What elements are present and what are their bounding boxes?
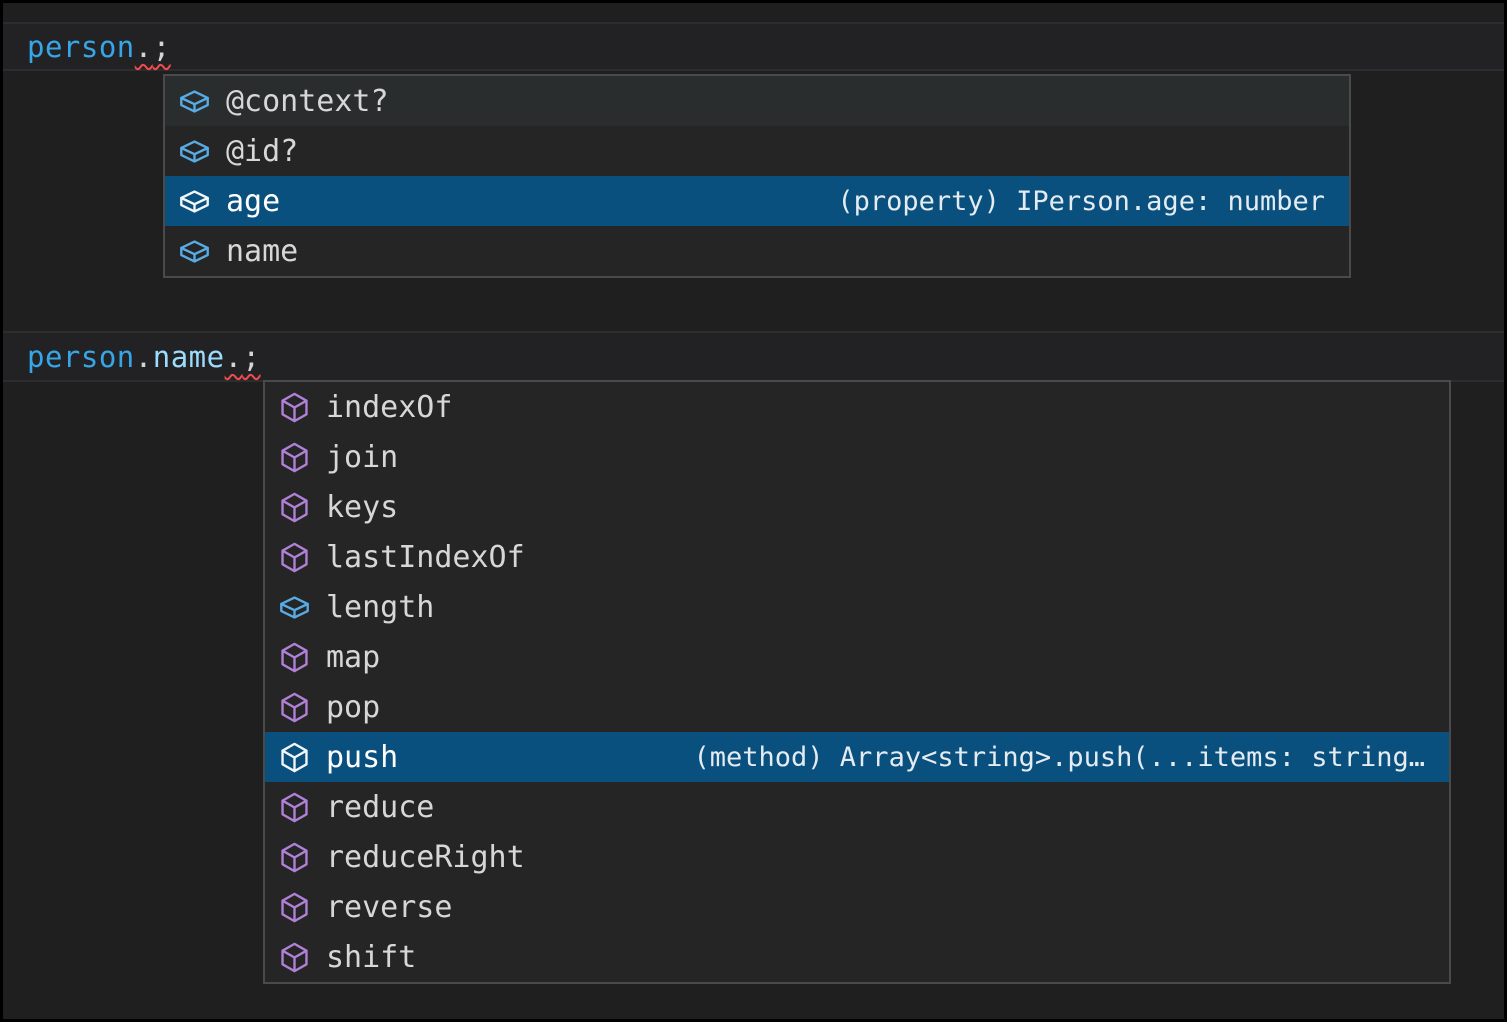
code-token: ;	[242, 339, 261, 374]
code-token: .	[134, 29, 153, 64]
suggestion-label: length	[326, 589, 435, 625]
suggestion-label: @context?	[226, 83, 389, 119]
suggestion-item-context[interactable]: @context?	[165, 76, 1349, 126]
editor-surface[interactable]: person.; person.name.; @context? @id? ag…	[3, 3, 1504, 1019]
suggestion-item-map[interactable]: map	[265, 632, 1449, 682]
suggestion-label: reverse	[326, 889, 453, 925]
suggestion-item-indexof[interactable]: indexOf	[265, 382, 1449, 432]
suggestion-item-reduce[interactable]: reduce	[265, 782, 1449, 832]
suggestion-label: pop	[326, 689, 381, 725]
suggestion-item-keys[interactable]: keys	[265, 482, 1449, 532]
suggestion-item-name[interactable]: name	[165, 226, 1349, 276]
suggest-widget-person-name: indexOf join keys lastIndexOf length map…	[263, 380, 1451, 984]
symbol-field-icon	[180, 89, 209, 113]
suggestion-item-age[interactable]: age (property) IPerson.age: number	[165, 176, 1349, 226]
suggestion-label: join	[326, 439, 399, 475]
symbol-method-icon	[281, 892, 308, 922]
suggestion-label: age	[226, 183, 281, 219]
symbol-method-icon	[281, 842, 308, 872]
code-line-1[interactable]: person.;	[3, 22, 1504, 71]
symbol-method-icon	[281, 692, 308, 722]
suggestion-label: keys	[326, 489, 399, 525]
symbol-method-icon	[281, 392, 308, 422]
suggestion-detail: (property) IPerson.age: number	[837, 185, 1325, 217]
symbol-method-icon	[281, 442, 308, 472]
suggestion-item-shift[interactable]: shift	[265, 932, 1449, 982]
code-token: person	[27, 339, 135, 374]
code-token: ;	[152, 29, 171, 64]
symbol-method-icon	[281, 642, 308, 672]
suggestion-label: reduce	[326, 789, 435, 825]
suggestion-label: map	[326, 639, 381, 675]
suggestion-item-join[interactable]: join	[265, 432, 1449, 482]
suggestion-label: reduceRight	[326, 839, 525, 875]
symbol-method-icon	[281, 942, 308, 972]
suggestion-label: @id?	[226, 133, 299, 169]
suggestion-label: lastIndexOf	[326, 539, 525, 575]
symbol-method-icon	[281, 792, 308, 822]
code-token: name	[152, 339, 225, 374]
suggestion-item-reverse[interactable]: reverse	[265, 882, 1449, 932]
suggestion-detail: (method) Array<string>.push(...items: st…	[693, 741, 1426, 773]
symbol-method-icon	[281, 742, 308, 772]
symbol-method-icon	[281, 492, 308, 522]
suggestion-item-lastindexof[interactable]: lastIndexOf	[265, 532, 1449, 582]
suggestion-item-length[interactable]: length	[265, 582, 1449, 632]
suggestion-item-id[interactable]: @id?	[165, 126, 1349, 176]
symbol-field-icon	[180, 239, 209, 263]
symbol-field-icon	[180, 139, 209, 163]
suggestion-label: indexOf	[326, 389, 453, 425]
code-line-2[interactable]: person.name.;	[3, 331, 1504, 382]
code-token: .	[134, 339, 153, 374]
code-token: .	[224, 339, 243, 374]
symbol-field-icon	[280, 595, 309, 619]
suggestion-item-push[interactable]: push (method) Array<string>.push(...items…	[265, 732, 1449, 782]
suggestion-item-reduceright[interactable]: reduceRight	[265, 832, 1449, 882]
code-token: person	[27, 29, 135, 64]
suggestion-item-pop[interactable]: pop	[265, 682, 1449, 732]
suggestion-label: name	[226, 233, 299, 269]
suggest-widget-person: @context? @id? age (property) IPerson.age…	[163, 74, 1351, 278]
suggestion-label: shift	[326, 939, 417, 975]
symbol-method-icon	[281, 542, 308, 572]
symbol-field-icon	[180, 189, 209, 213]
suggestion-label: push	[326, 739, 399, 775]
